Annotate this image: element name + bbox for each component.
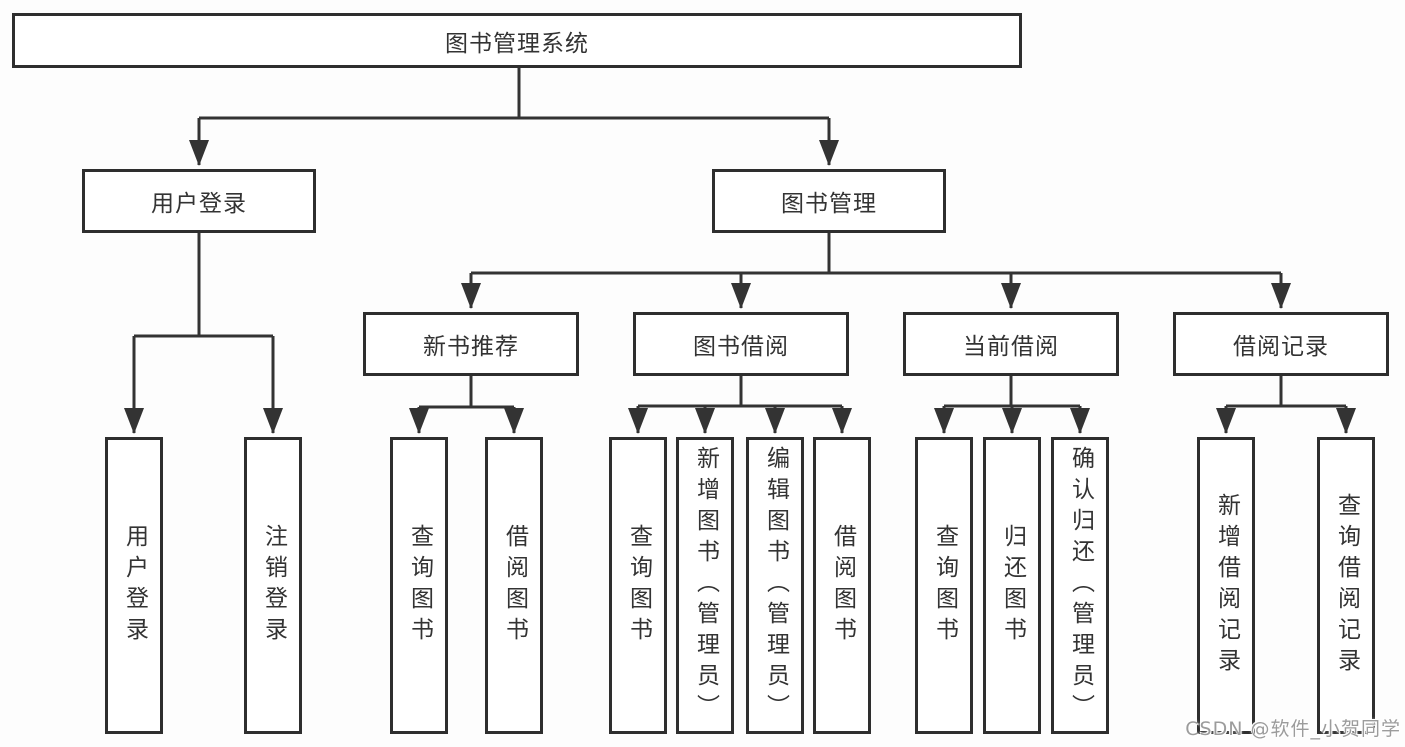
node-label: 新增图书（管理员） <box>692 446 719 725</box>
node-label: 借阅图书 <box>829 523 856 648</box>
leaf-return-books: 归还图书 <box>983 437 1041 734</box>
node-borrowing-records: 借阅记录 <box>1173 312 1389 376</box>
node-new-book-recommendation: 新书推荐 <box>363 312 579 376</box>
leaf-query-books-recommend: 查询图书 <box>390 437 448 734</box>
node-label: 当前借阅 <box>963 334 1059 360</box>
node-book-management: 图书管理 <box>712 169 946 233</box>
csdn-watermark: CSDN @软件_小贺同学 <box>1185 718 1401 740</box>
leaf-confirm-return-admin: 确认归还（管理员） <box>1051 437 1109 734</box>
node-label: 查询图书 <box>625 523 652 648</box>
node-label: 借阅记录 <box>1233 334 1329 360</box>
leaf-borrow-books-recommend: 借阅图书 <box>485 437 543 734</box>
node-label: 新书推荐 <box>423 334 519 360</box>
node-label: 查询图书 <box>406 523 433 648</box>
node-label: 编辑图书（管理员） <box>762 446 789 725</box>
node-label: 图书管理系统 <box>445 30 589 57</box>
leaf-add-borrow-record: 新增借阅记录 <box>1197 437 1255 734</box>
leaf-user-login: 用户登录 <box>105 437 163 734</box>
leaf-borrow-books: 借阅图书 <box>813 437 871 734</box>
node-user-login: 用户登录 <box>82 169 316 233</box>
leaf-query-books-current: 查询图书 <box>915 437 973 734</box>
leaf-edit-book-admin: 编辑图书（管理员） <box>746 437 804 734</box>
node-label: 注销登录 <box>260 523 287 648</box>
node-library-management-system: 图书管理系统 <box>12 13 1022 68</box>
node-label: 用户登录 <box>121 523 148 648</box>
node-label: 归还图书 <box>999 523 1026 648</box>
node-label: 查询借阅记录 <box>1333 492 1360 679</box>
node-label: 查询图书 <box>931 523 958 648</box>
node-label: 确认归还（管理员） <box>1067 446 1094 725</box>
node-label: 图书管理 <box>781 191 877 217</box>
leaf-query-borrow-record: 查询借阅记录 <box>1317 437 1375 734</box>
leaf-add-book-admin: 新增图书（管理员） <box>676 437 734 734</box>
node-current-borrowing: 当前借阅 <box>903 312 1119 376</box>
node-book-borrowing: 图书借阅 <box>633 312 849 376</box>
node-label: 用户登录 <box>151 191 247 217</box>
leaf-logout: 注销登录 <box>244 437 302 734</box>
leaf-query-books-borrowing: 查询图书 <box>609 437 667 734</box>
node-label: 新增借阅记录 <box>1213 492 1240 679</box>
node-label: 借阅图书 <box>501 523 528 648</box>
node-label: 图书借阅 <box>693 334 789 360</box>
